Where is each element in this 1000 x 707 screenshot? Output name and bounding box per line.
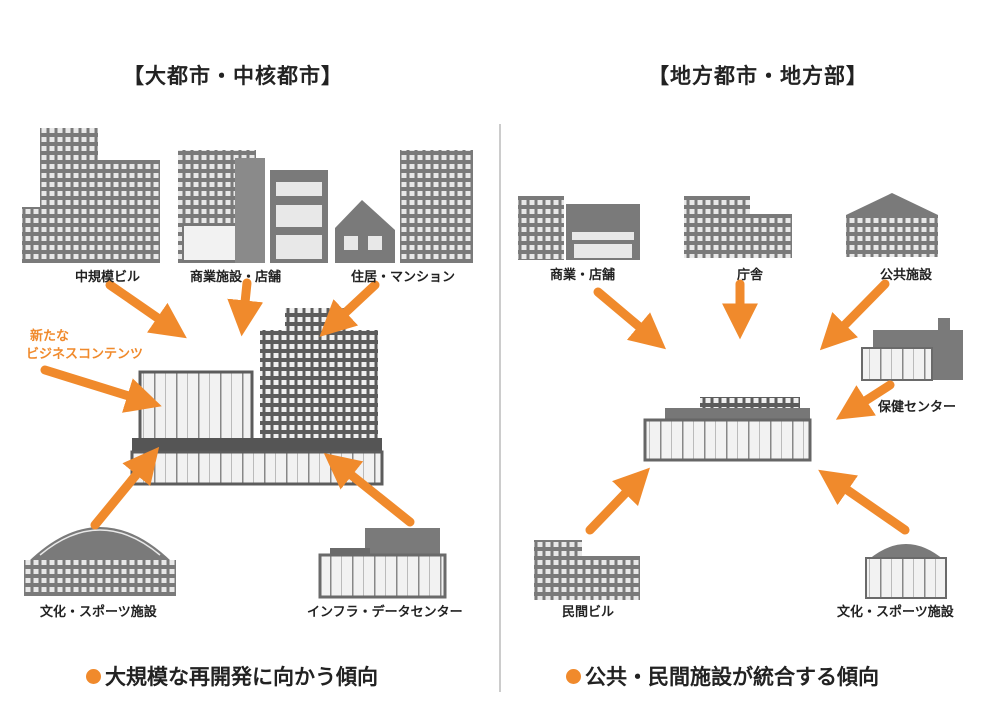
arrow-private bbox=[585, 467, 650, 535]
right-footer: 公共・民間施設が統合する傾向 bbox=[566, 661, 879, 691]
shop-building-icon bbox=[518, 196, 640, 260]
label-health: 保健センター bbox=[878, 400, 957, 415]
private-building-icon bbox=[534, 540, 640, 600]
right-footer-text: 公共・民間施設が統合する傾向 bbox=[585, 665, 879, 689]
label-mid-office: 中規模ビル bbox=[75, 270, 141, 285]
arrow-residence bbox=[319, 280, 380, 337]
label-government: 庁舎 bbox=[737, 268, 764, 283]
arrow-public bbox=[819, 279, 890, 351]
left-heading: 【大都市・中核都市】 bbox=[123, 64, 343, 88]
label-culture-sports-right: 文化・スポーツ施設 bbox=[837, 605, 954, 620]
right-arrows bbox=[585, 279, 910, 535]
left-arrows bbox=[40, 278, 415, 530]
residence-building-icon bbox=[335, 150, 473, 263]
arrow-commercial bbox=[227, 278, 264, 337]
integrated-facility-icon bbox=[643, 397, 812, 462]
label-new-business-line2: ビジネスコンテンツ bbox=[26, 347, 144, 362]
arrow-infra bbox=[323, 453, 415, 527]
infrastructure-datacenter-icon bbox=[318, 528, 447, 599]
label-culture-sports-left: 文化・スポーツ施設 bbox=[40, 605, 157, 620]
label-new-business-line1: 新たな bbox=[30, 329, 70, 344]
label-residence: 住居・マンション bbox=[351, 270, 456, 285]
large-redevelopment-complex-icon bbox=[130, 308, 384, 486]
left-footer: 大規模な再開発に向かう傾向 bbox=[86, 661, 378, 691]
government-office-icon bbox=[684, 196, 792, 258]
arrow-shop bbox=[593, 287, 667, 350]
bullet-icon bbox=[86, 668, 101, 684]
dome-stadium-icon bbox=[24, 527, 176, 596]
arrow-health bbox=[835, 380, 895, 420]
left-footer-text: 大規模な再開発に向かう傾向 bbox=[105, 665, 378, 689]
mid-office-building-icon bbox=[22, 128, 160, 263]
health-center-icon bbox=[861, 318, 963, 381]
bullet-icon bbox=[566, 668, 581, 684]
label-private: 民間ビル bbox=[562, 605, 615, 620]
right-heading: 【地方都市・地方部】 bbox=[648, 64, 868, 88]
arrow-sports bbox=[818, 469, 910, 535]
arrow-dome bbox=[90, 446, 160, 530]
label-public: 公共施設 bbox=[880, 268, 933, 283]
commercial-building-icon bbox=[178, 150, 328, 263]
arrow-mid-office bbox=[105, 280, 187, 339]
label-infrastructure: インフラ・データセンター bbox=[307, 605, 463, 620]
public-facility-icon bbox=[846, 193, 938, 257]
label-shop: 商業・店舗 bbox=[550, 268, 616, 283]
sports-hall-icon bbox=[865, 544, 947, 599]
label-commercial: 商業施設・店舗 bbox=[190, 270, 282, 285]
arrow-new-business bbox=[40, 365, 162, 413]
